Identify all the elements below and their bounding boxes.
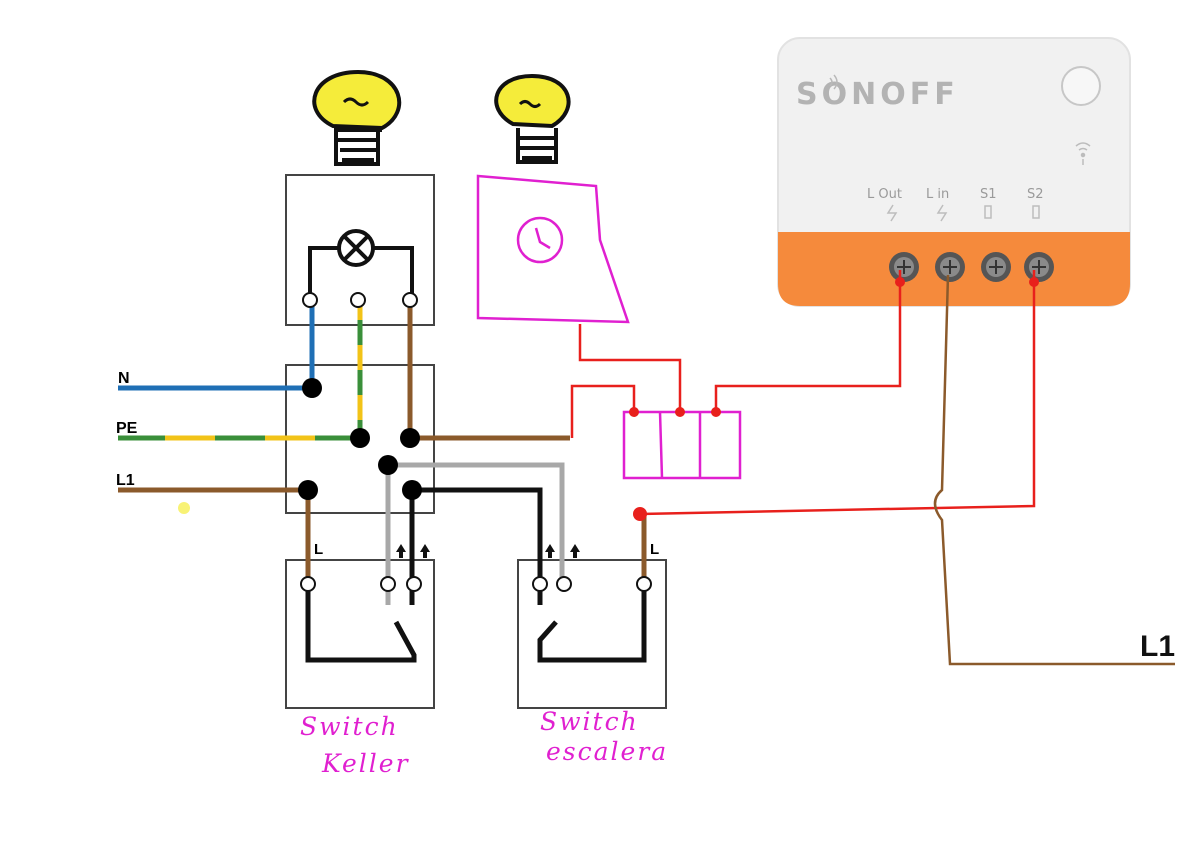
terminal-screws [300,292,652,592]
escalera-switch-caption: escalera [546,737,668,766]
escalera-switch-caption: Switch [540,707,639,736]
sketched-relay-block [622,410,742,480]
sonoff-output-wire [570,270,902,438]
line-label: L1 [116,472,135,489]
feed-line-label: L1 [1140,630,1175,663]
screw-terminal [981,252,1011,282]
light-bulb-icon [312,69,402,166]
signal-waves-icon [829,74,838,90]
bolt-icon [936,204,948,222]
sketched-timer-module [476,174,630,324]
switch-input-icon [984,205,992,219]
lamp-symbol-icon [308,229,414,300]
sonoff-s2-input-wire [639,270,1036,516]
sonoff-line-in-wire [933,274,1175,666]
terminal-label-s2: S2 [1027,187,1044,202]
keller-terminal-label: L [314,541,323,558]
keller-switch-caption: Switch [300,712,399,741]
pairing-button[interactable] [1061,66,1101,106]
switch-input-icon [1032,205,1040,219]
switch-mechanism-keller [305,584,417,663]
screw-terminal [889,252,919,282]
switch-mechanism-escalera [537,584,647,663]
traveler-wire-black [412,487,543,605]
sonoff-mini-device: SONOFF L Out L in S1 S2 [777,37,1131,307]
light-bulb-icon [494,73,571,164]
terminal-label-lout: L Out [867,187,902,202]
terminal-label-s1: S1 [980,187,997,202]
screw-terminal [1024,252,1054,282]
earth-label: PE [116,420,138,437]
wire-joint [633,507,647,521]
pointer-highlight [178,502,190,514]
connection-nodes [298,378,422,500]
brand-logo: SONOFF [796,77,959,112]
neutral-label: N [118,370,130,387]
wifi-icon [1075,142,1091,165]
escalera-terminal-label: L [650,541,659,558]
traveler-wire-gray [388,462,565,584]
keller-switch-caption: Keller [321,749,410,778]
terminal-label-lin: L in [926,187,949,202]
screw-terminal [935,252,965,282]
traveler-arrow-icon [396,544,580,558]
bolt-icon [886,204,898,222]
wire-joint [629,407,721,417]
